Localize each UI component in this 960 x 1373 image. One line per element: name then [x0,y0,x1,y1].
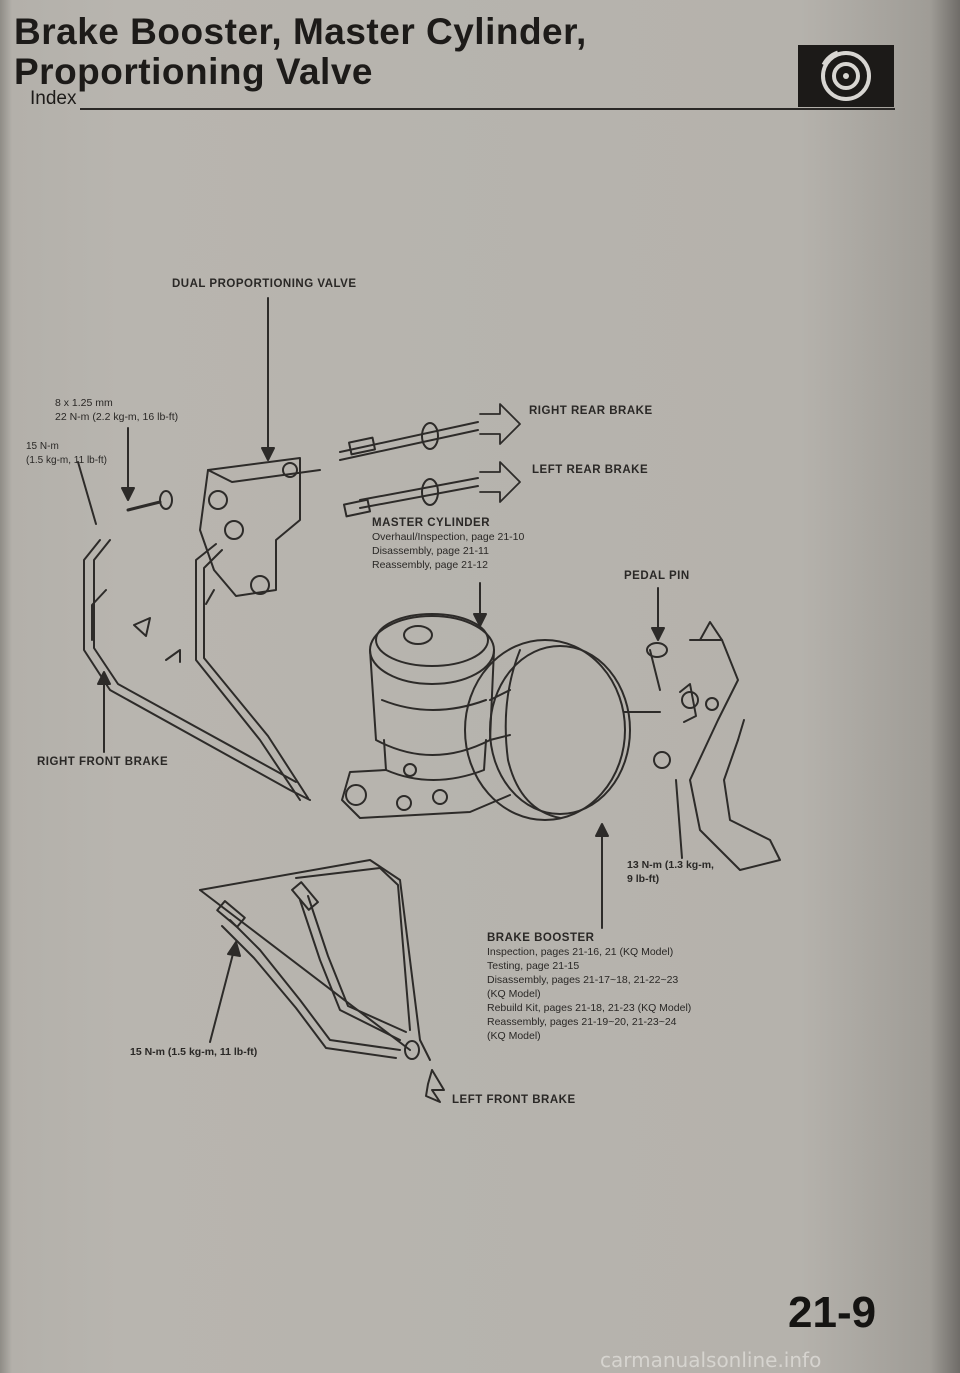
brake-booster-label: BRAKE BOOSTER [487,932,595,944]
brake-booster-ref-4: (KQ Model) [487,988,541,1000]
brake-booster-ref-6: Reassembly, pages 21-19~20, 21-23~24 [487,1016,677,1028]
master-cylinder-ref-2: Disassembly, page 21-11 [372,545,489,557]
booster-nut-torque-1: 13 N-m (1.3 kg-m, [627,859,714,871]
right-rear-brake-label: RIGHT REAR BRAKE [529,405,653,417]
section-label: Index [30,88,77,109]
front-line-torque: 15 N-m (1.5 kg-m, 11 lb-ft) [130,1046,258,1058]
brake-booster-ref-7: (KQ Model) [487,1030,541,1042]
page-title-line-1: Brake Booster, Master Cylinder, [14,11,587,52]
watermark: carmanualsonline.info [600,1348,822,1372]
valve-line-torque: 15 N-m (1.5 kg-m, 11 lb-ft) [26,440,107,468]
valve-line-torque-1: 15 N-m [26,441,59,452]
master-cylinder-label: MASTER CYLINDER [372,517,491,529]
page-number: 21-9 [788,1288,877,1337]
page-title: Brake Booster, Master Cylinder, Proporti… [14,12,587,92]
bolt-torque: 22 N-m (2.2 kg-m, 16 lb-ft) [55,411,179,423]
brake-booster-callout: BRAKE BOOSTER Inspection, pages 21-16, 2… [487,931,691,1043]
booster-nut-torque-2: 9 lb-ft) [627,873,660,885]
left-front-brake-label: LEFT FRONT BRAKE [452,1094,576,1106]
bolt-spec: 8 x 1.25 mm 22 N-m (2.2 kg-m, 16 lb-ft) [55,396,178,424]
right-front-brake-label: RIGHT FRONT BRAKE [37,756,169,768]
bolt-size: 8 x 1.25 mm [55,397,113,409]
dual-proportioning-valve-label: DUAL PROPORTIONING VALVE [172,278,357,290]
pedal-pin-label: PEDAL PIN [624,570,690,582]
brake-disc-icon [798,45,894,107]
page-title-line-2: Proportioning Valve [14,51,373,92]
brake-booster-ref-1: Inspection, pages 21-16, 21 (KQ Model) [487,946,674,958]
brake-booster-ref-3: Disassembly, pages 21-17~18, 21-22~23 [487,974,679,986]
brake-booster-ref-5: Rebuild Kit, pages 21-18, 21-23 (KQ Mode… [487,1002,692,1014]
booster-nut-torque: 13 N-m (1.3 kg-m, 9 lb-ft) [627,858,714,886]
valve-line-torque-2: (1.5 kg-m, 11 lb-ft) [26,455,107,466]
master-cylinder-callout: MASTER CYLINDER Overhaul/Inspection, pag… [372,516,524,572]
brake-booster-ref-2: Testing, page 21-15 [487,960,580,972]
master-cylinder-ref-1: Overhaul/Inspection, page 21-10 [372,531,525,543]
left-rear-brake-label: LEFT REAR BRAKE [532,464,649,476]
section-divider [80,108,895,110]
master-cylinder-ref-3: Reassembly, page 21-12 [372,559,488,571]
